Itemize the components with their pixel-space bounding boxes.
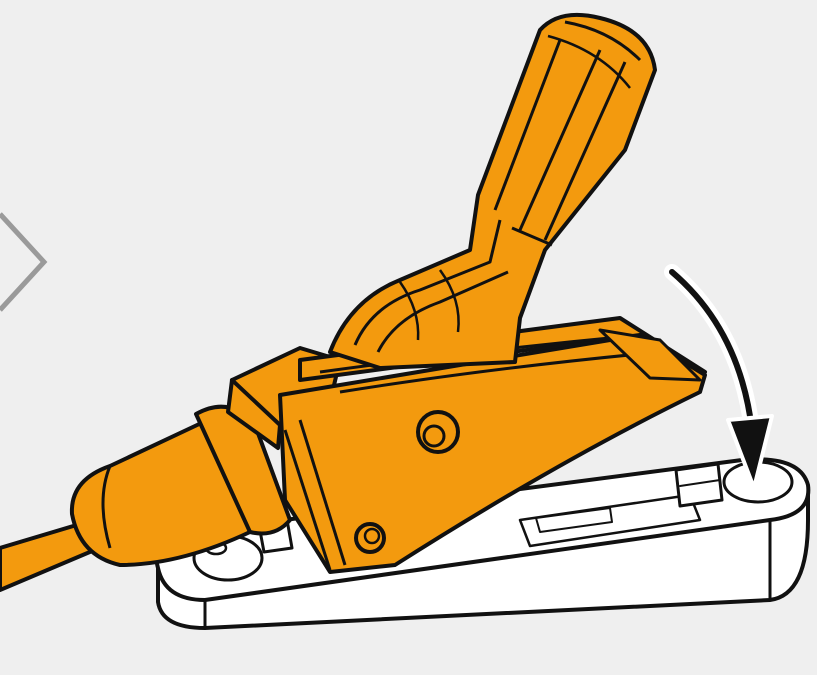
instruction-illustration <box>0 0 817 675</box>
illustration-stage <box>0 0 817 675</box>
